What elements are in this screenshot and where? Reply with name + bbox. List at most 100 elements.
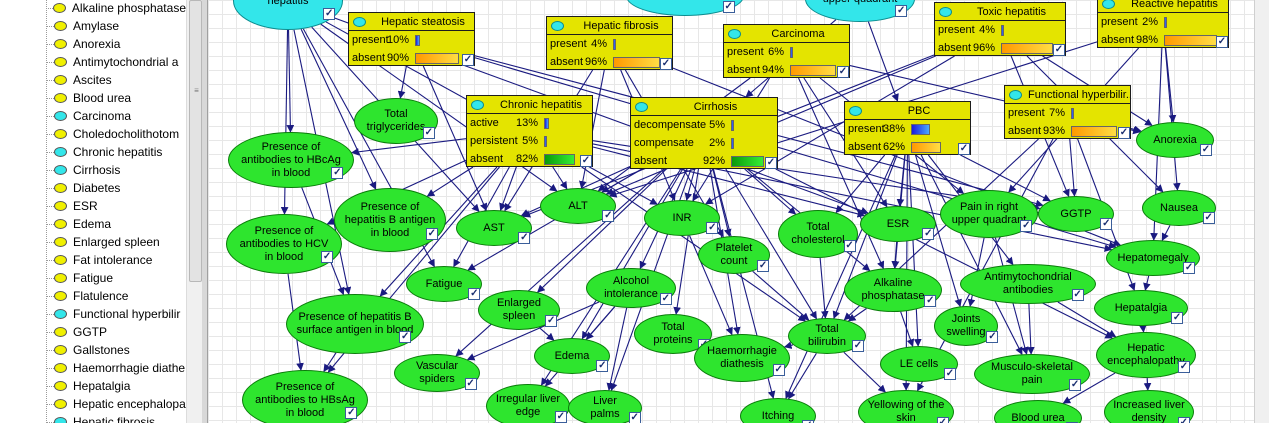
node-checkbox[interactable]: ✓ [843,239,856,252]
node-checkbox[interactable]: ✓ [936,417,949,423]
node-checkbox[interactable]: ✓ [659,292,672,305]
node-hbcag[interactable]: Presence of antibodies to HBcAg in blood [228,132,354,188]
node-checkbox[interactable]: ✓ [464,377,477,390]
node-checkbox[interactable]: ✓ [331,166,344,179]
node-hepatomegaly[interactable]: Hepatomegaly [1106,240,1200,276]
node-checkbox[interactable]: ✓ [462,54,474,66]
node-checkbox[interactable]: ✓ [1118,127,1130,139]
node-checkbox[interactable]: ✓ [922,228,935,241]
node-irregular[interactable]: Irregular liver edge [486,384,570,423]
node-checkbox[interactable]: ✓ [772,363,785,376]
node-checkbox[interactable]: ✓ [765,157,777,169]
node-checkbox[interactable]: ✓ [321,251,334,264]
node-list-item[interactable]: Chronic hepatitis [46,143,186,161]
network-canvas[interactable]: hepatitis✓✓upper quadrant✓Total triglyce… [208,0,1254,423]
node-checkbox[interactable]: ✓ [596,360,609,373]
node-checkbox[interactable]: ✓ [1071,288,1084,301]
node-checkbox[interactable]: ✓ [518,232,531,245]
node-haemo[interactable]: Haemorrhagie diathesis [694,334,790,382]
node-list-item[interactable]: Hepatic fibrosis [46,413,186,423]
node-checkbox[interactable]: ✓ [1100,218,1113,231]
node-list-item[interactable]: Amylase [46,17,186,35]
node-checkbox[interactable]: ✓ [1199,144,1212,157]
node-list-item[interactable]: Edema [46,215,186,233]
node-checkbox[interactable]: ✓ [1178,360,1190,373]
node-checkbox[interactable]: ✓ [802,420,815,423]
node-list-item[interactable]: Flatulence [46,287,186,305]
node-checkbox[interactable]: ✓ [1171,312,1184,325]
node-list-item[interactable]: Carcinoma [46,107,186,125]
node-list-item[interactable]: Functional hyperbilir [46,305,186,323]
node-itching[interactable]: Itching [740,398,816,423]
node-ruq[interactable]: Pain in right upper quadrant [940,190,1038,238]
node-list-item[interactable]: Choledocholithotom [46,125,186,143]
node-checkbox[interactable]: ✓ [1216,36,1228,48]
sidebar-scrollbar[interactable]: ≡ [186,0,203,423]
node-checkbox[interactable]: ✓ [468,288,481,301]
node-checkbox[interactable]: ✓ [757,259,770,272]
node-checkbox[interactable]: ✓ [422,126,435,139]
node-inr[interactable]: INR [644,200,720,236]
node-checkbox[interactable]: ✓ [895,4,908,17]
node-list-item[interactable]: Antimytochondrial a [46,53,186,71]
node-checkbox[interactable]: ✓ [706,222,719,235]
node-checkbox[interactable]: ✓ [924,295,937,308]
node-hbsag[interactable]: Presence of hepatitis B surface antigen … [286,294,424,354]
node-hcv[interactable]: Presence of antibodies to HCV in blood [226,214,342,274]
node-list-item[interactable]: Ascites [46,71,186,89]
node-hbag[interactable]: Presence of hepatitis B antigen in blood [334,188,446,252]
scrollbar-thumb[interactable]: ≡ [189,0,202,282]
canvas-scrollbar[interactable] [1254,0,1269,423]
node-list-item[interactable]: Enlarged spleen [46,233,186,251]
node-checkbox[interactable]: ✓ [545,314,558,327]
node-list-item[interactable]: Hepatic encephalopa [46,395,186,413]
node-hbsab[interactable]: Presence of antibodies to HBsAg in blood [242,370,368,423]
node-list-item[interactable]: Haemorrhagie diathe [46,359,186,377]
node-checkbox[interactable]: ✓ [1177,417,1190,423]
node-list-item[interactable]: Cirrhosis [46,161,186,179]
node-alkphos[interactable]: Alkaline phosphatase [844,268,942,312]
node-checkbox[interactable]: ✓ [1053,44,1065,56]
node-checkbox[interactable]: ✓ [602,210,615,223]
node-checkbox[interactable]: ✓ [943,368,956,381]
node-checkbox[interactable]: ✓ [323,7,336,20]
node-yellow[interactable]: Yellowing of the skin [858,390,954,423]
node-list-item[interactable]: Blood urea [46,89,186,107]
node-list-item[interactable]: ESR [46,197,186,215]
node-list-item[interactable]: Anorexia [46,35,186,53]
node-checkbox[interactable]: ✓ [399,331,412,344]
panel-splitter[interactable] [202,0,208,423]
node-list-item[interactable]: Fat intolerance [46,251,186,269]
node-checkbox[interactable]: ✓ [986,330,999,343]
node-checkbox[interactable]: ✓ [722,0,735,13]
node-list-item[interactable]: Diabetes [46,179,186,197]
node-checkbox[interactable]: ✓ [958,143,970,155]
node-list-item[interactable]: Fatigue [46,269,186,287]
node-checkbox[interactable]: ✓ [660,58,672,70]
node-list-item[interactable]: Gallstones [46,341,186,359]
node-checkbox[interactable]: ✓ [851,340,864,353]
